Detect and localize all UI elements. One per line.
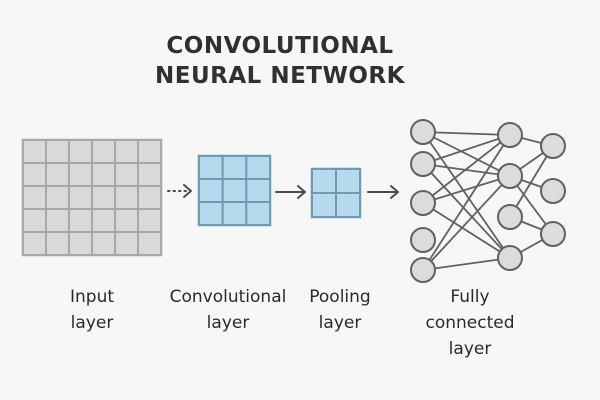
conv-grid-cell: [221, 178, 248, 203]
input-grid-cell: [22, 208, 47, 233]
input-label-line-2: layer: [70, 313, 114, 333]
input-grid-cell: [45, 139, 70, 164]
fc-label-line-2: connected: [425, 313, 515, 333]
fc-node-layer1: [410, 227, 436, 253]
fc-edge: [422, 134, 511, 271]
input-grid-cell: [91, 162, 116, 187]
fc-edge: [422, 131, 511, 259]
arrow-head: [390, 185, 399, 199]
fc-node-layer3: [540, 178, 566, 204]
fc-node-layer2: [497, 122, 523, 148]
arrow-input-to-convolutional: [167, 184, 192, 198]
input-grid-cell: [137, 208, 162, 233]
fc-node-layer2: [497, 245, 523, 271]
pool-grid-cell: [311, 192, 337, 218]
conv-grid-cell: [245, 155, 271, 180]
input-grid-cell: [114, 208, 139, 233]
input-grid-cell: [91, 208, 116, 233]
conv-grid-cell: [245, 178, 271, 203]
fc-node-layer2: [497, 204, 523, 230]
fc-edge: [422, 163, 511, 259]
convolutional-layer-grid: [197, 154, 272, 227]
fc-label-line-1: Fully: [450, 287, 490, 307]
input-grid-cell: [68, 231, 93, 256]
diagram-title: CONVOLUTIONAL NEURAL NETWORK: [0, 31, 560, 91]
input-grid-cell: [45, 185, 70, 210]
input-label-line-1: Input: [69, 287, 115, 307]
input-grid-cell: [22, 139, 47, 164]
input-grid-cell: [91, 231, 116, 256]
conv-grid-cell: [221, 155, 248, 180]
input-layer-label: Input layer: [42, 284, 142, 336]
input-grid-cell: [137, 162, 162, 187]
fc-node-layer1: [410, 190, 436, 216]
fc-label-line-3: layer: [448, 339, 492, 359]
pool-grid-cell: [335, 192, 361, 218]
input-grid-cell: [91, 185, 116, 210]
input-grid-cell: [137, 231, 162, 256]
conv-label-line-2: layer: [206, 313, 250, 333]
input-grid-cell: [114, 139, 139, 164]
input-layer-grid: [21, 138, 163, 257]
input-grid-cell: [68, 208, 93, 233]
pool-label-line-2: layer: [318, 313, 362, 333]
input-grid-cell: [45, 208, 70, 233]
convolutional-layer-label: Convolutional layer: [158, 284, 298, 336]
fc-node-layer3: [540, 133, 566, 159]
fc-node-layer1: [410, 119, 436, 145]
input-grid-cell: [22, 231, 47, 256]
fc-node-layer1: [410, 257, 436, 283]
fc-edge: [422, 202, 511, 259]
input-grid-cell: [114, 185, 139, 210]
input-grid-cell: [137, 185, 162, 210]
fc-edge: [422, 131, 511, 136]
pool-grid-cell: [335, 168, 361, 194]
input-grid-cell: [22, 162, 47, 187]
title-line-1: CONVOLUTIONAL: [166, 33, 394, 59]
conv-grid-cell: [198, 201, 224, 226]
input-grid-cell: [68, 162, 93, 187]
input-grid-cell: [45, 162, 70, 187]
input-grid-cell: [22, 185, 47, 210]
arrow-head: [297, 185, 306, 199]
arrow-head: [183, 184, 192, 198]
conv-label-line-1: Convolutional: [169, 287, 287, 307]
input-grid-cell: [45, 231, 70, 256]
pool-grid-cell: [311, 168, 337, 194]
conv-grid-cell: [198, 155, 224, 180]
pooling-layer-label: Pooling layer: [295, 284, 385, 336]
fully-connected-edges: [422, 131, 554, 271]
fully-connected-layer-label: Fully connected layer: [415, 284, 525, 362]
fc-node-layer2: [497, 163, 523, 189]
pooling-layer-grid: [310, 167, 362, 219]
arrow-convolutional-to-pooling: [275, 185, 306, 199]
arrow-pooling-to-fully_connected: [367, 185, 399, 199]
fc-node-layer3: [540, 221, 566, 247]
fc-edge: [422, 175, 511, 204]
fc-node-layer1: [410, 151, 436, 177]
input-grid-cell: [91, 139, 116, 164]
input-grid-cell: [114, 162, 139, 187]
input-grid-cell: [137, 139, 162, 164]
fc-edge: [422, 257, 511, 271]
input-grid-cell: [114, 231, 139, 256]
fc-edge: [422, 134, 511, 165]
fully-connected-nodes: [410, 119, 566, 283]
conv-grid-cell: [245, 201, 271, 226]
input-grid-cell: [68, 139, 93, 164]
conv-grid-cell: [198, 178, 224, 203]
pool-label-line-1: Pooling: [309, 287, 371, 307]
input-grid-cell: [68, 185, 93, 210]
fc-edge: [422, 131, 511, 177]
fc-edge: [509, 145, 554, 218]
title-line-2: NEURAL NETWORK: [155, 63, 405, 89]
arrows: [167, 184, 399, 199]
conv-grid-cell: [221, 201, 248, 226]
fc-edge: [422, 175, 511, 271]
fc-edge: [422, 134, 511, 204]
